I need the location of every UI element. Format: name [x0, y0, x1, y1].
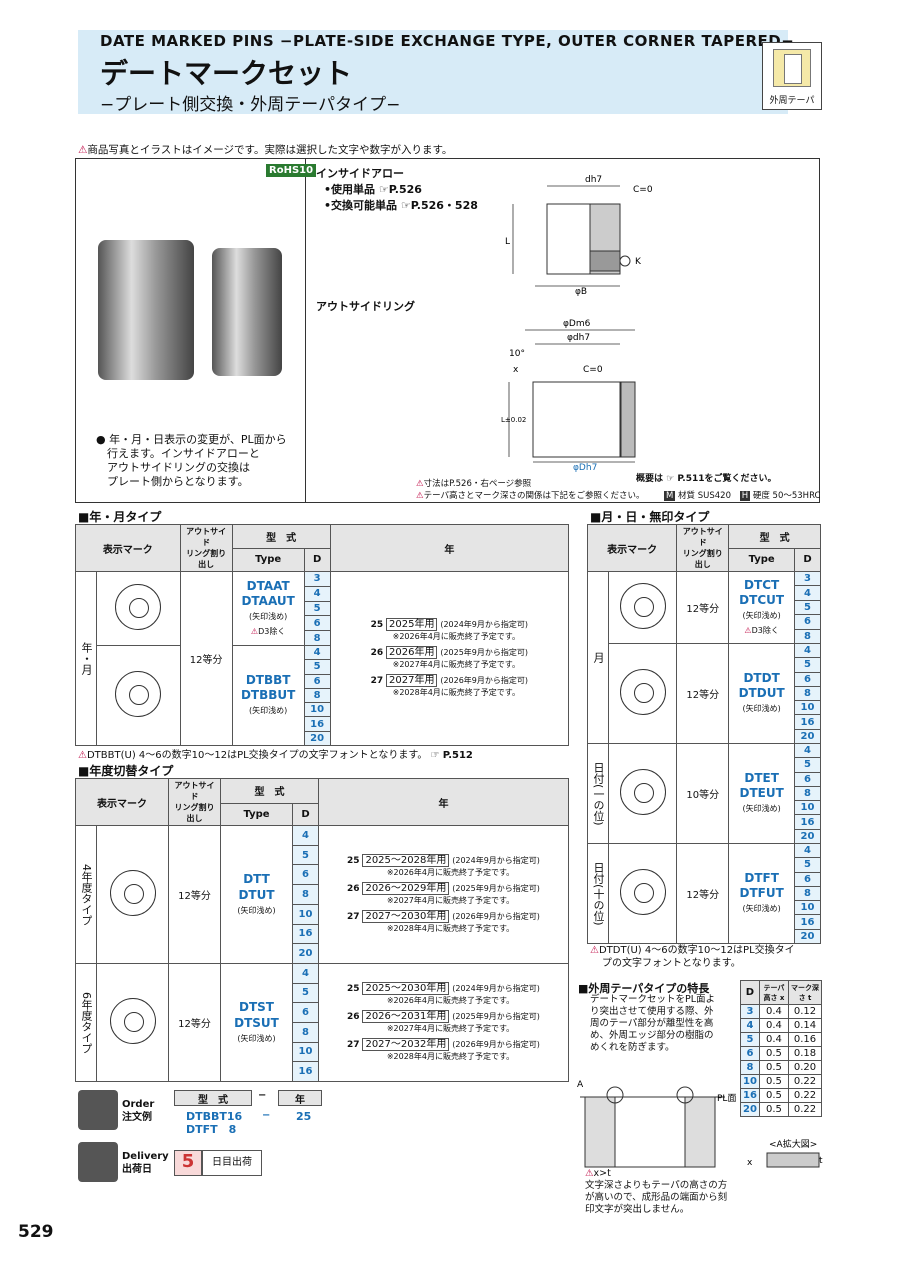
year-month-table: 表示マーク アウトサイドリング割り出し 型 式 年 Type D 年・月 12等… [75, 524, 570, 747]
order-model-header: 型 式 [174, 1090, 252, 1106]
material-icon: M [664, 491, 676, 501]
dim-dm-label: φDm6 [563, 319, 591, 329]
dim-x-label: x [513, 365, 519, 375]
caution-icon: ⚠ [416, 491, 424, 501]
dim-D-label: φDh7 [573, 463, 597, 472]
fig-enlarged-label: <A拡大図> [769, 1138, 817, 1150]
product-box [75, 158, 820, 503]
badge-label: 外周テーパ [769, 96, 815, 106]
ref-icon: ☞ [375, 183, 389, 196]
pin-photo-small [212, 248, 282, 376]
box-footnotes: ⚠寸法はP.526・右ページ参照 ⚠テーパ高さとマーク深さの関係は下記をご参照く… [416, 479, 645, 501]
dial-day-ones [619, 769, 666, 815]
page-number: 529 [18, 1222, 54, 1242]
month-day-title: ■月・日・無印タイプ [590, 510, 710, 524]
month-day-table: 表示マーク アウトサイドリング割り出し 型 式 Type D 月 12等分 DT… [586, 524, 821, 945]
order-ex-year: 25 [296, 1110, 312, 1123]
dial-month-a [619, 583, 666, 629]
material-info: M 材質 SUS420 H 硬度 50〜53HRC [664, 491, 821, 501]
ym-footnote: ⚠DTBBT(U) 4〜6の数字10〜12はPL交換タイプの文字フォントとなりま… [78, 750, 473, 761]
dim-angle-label: 10° [509, 349, 525, 359]
dim-k-label: K [635, 257, 642, 267]
order-year-header: 年 [278, 1090, 322, 1106]
box-divider [305, 158, 306, 503]
taper-note: ⚠x>t 文字深さよりもテーパの高さの方が高いので、成形品の端面から刻印文字が突… [585, 1168, 728, 1215]
dim-dh-label: φdh7 [567, 333, 590, 343]
dial-year-month-b [115, 671, 162, 717]
header-band [78, 30, 788, 114]
dial-month-b [619, 669, 666, 715]
dim-l-label: L [505, 237, 510, 247]
taper-icon [773, 49, 811, 87]
inside-arrow-drawing: dh7 C=0 L K φB [505, 175, 653, 296]
outside-ring-title: アウトサイドリング [316, 300, 415, 313]
dim-c-label: C=0 [633, 185, 653, 195]
dim-c2-label: C=0 [583, 365, 603, 375]
taper-title: ■外周テーパタイプの特長 [578, 982, 710, 995]
image-notice: ⚠商品写真とイラストはイメージです。実際は選択した文字や数字が入ります。 [78, 144, 453, 156]
dial-day-tens [619, 869, 666, 915]
fig-a-label: A [577, 1080, 584, 1090]
dial-6-year [109, 998, 156, 1044]
fig-x-label: x [747, 1158, 753, 1168]
delivery-unit: 日目出荷 [202, 1150, 262, 1176]
year-change-table: 表示マーク アウトサイドリング割り出し 型 式 年 Type D 4年度タイプ … [75, 778, 569, 1082]
order-ex-dash: − [262, 1110, 271, 1121]
fig-pl-label: PL面 [717, 1093, 736, 1104]
ref-icon: ☞ [397, 199, 411, 212]
pin-photo-large [98, 240, 194, 380]
feature-bullets: ● 年・月・日表示の変更が、PL面から 行えます。インサイドアローと アウトサイ… [96, 433, 287, 488]
order-dash: − [258, 1090, 267, 1101]
delivery-days: 5 [174, 1150, 202, 1176]
taper-section-drawing: A PL面 <A拡大図> x t [577, 1080, 823, 1168]
page-title: デートマークセット [100, 57, 353, 90]
dial-year-month-a [115, 584, 162, 630]
inside-arrow-info: インサイドアロー •使用単品 ☞P.526 •交換可能単品 ☞P.526・528 [316, 167, 478, 212]
ref-icon: ☞ [663, 474, 678, 484]
dim-l2-label: L±0.02 [501, 416, 526, 424]
taper-desc: デートマークセットをPL面より突出させて使用する際、外周のテーパ部分が離型性を高… [590, 994, 716, 1053]
phone-icon [78, 1090, 118, 1130]
ref-icon: ☞ [427, 750, 443, 761]
outside-ring-drawing: φDm6 φdh7 C=0 10° x L±0.02 φDh7 [501, 319, 636, 472]
dim-d-label: dh7 [585, 175, 602, 185]
year-change-title: ■年度切替タイプ [78, 764, 174, 778]
page-subtitle: −プレート側交換・外周テーパタイプ− [100, 95, 401, 115]
md-footnote: ⚠DTDT(U) 4〜6の数字10〜12はPL交換タイ プの文字フォントとなりま… [590, 945, 795, 969]
dial-4-year [109, 870, 156, 916]
truck-icon [78, 1142, 118, 1182]
outline-ref: 概要は ☞ P.511をご覧ください。 [636, 474, 777, 484]
year-month-title: ■年・月タイプ [78, 510, 162, 524]
caution-icon: ⚠ [416, 479, 424, 489]
outer-taper-badge: 外周テーパ [762, 42, 822, 110]
rohs-badge: RoHS10 [266, 164, 317, 177]
hardness-icon: H [739, 491, 751, 501]
dim-b-label: φB [575, 287, 587, 296]
english-title: DATE MARKED PINS −PLATE-SIDE EXCHANGE TY… [100, 32, 795, 50]
fig-t-label: t [819, 1156, 823, 1166]
caution-icon: ⚠ [78, 144, 88, 156]
